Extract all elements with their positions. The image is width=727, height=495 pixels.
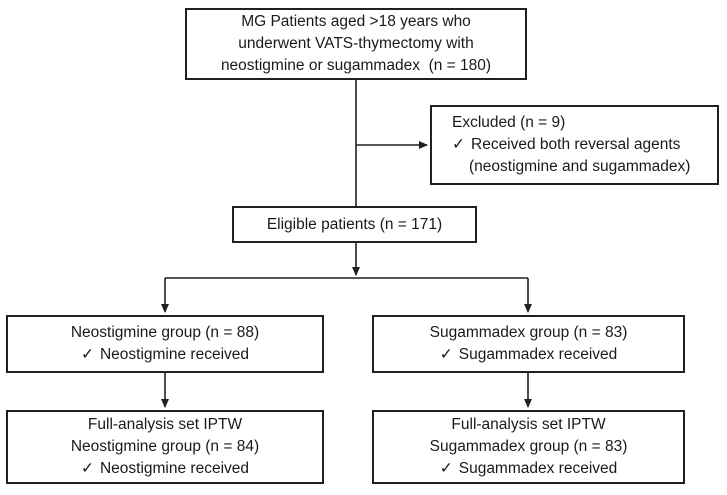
neostigmine-iptw-line-2: Neostigmine group (n = 84) bbox=[70, 438, 260, 455]
excluded-reason: ✓ Received both reversal agents bbox=[452, 134, 709, 156]
neostigmine-group-title: Neostigmine group (n = 88) bbox=[70, 324, 260, 341]
check-icon: ✓ bbox=[439, 346, 453, 363]
excluded-reason-continued: (neostigmine and sugammadex) bbox=[469, 158, 691, 175]
sugammadex-iptw-box: Full-analysis set IPTW Sugammadex group … bbox=[372, 410, 685, 484]
neostigmine-iptw-line-1: Full-analysis set IPTW bbox=[87, 416, 243, 433]
sugammadex-iptw-line-2: Sugammadex group (n = 83) bbox=[429, 438, 628, 455]
sugammadex-iptw-check-text: Sugammadex received bbox=[458, 460, 618, 477]
check-icon: ✓ bbox=[80, 346, 94, 363]
population-line-3: neostigmine or sugammadex (n = 180) bbox=[220, 57, 492, 74]
check-icon: ✓ bbox=[439, 460, 453, 477]
excluded-title: Excluded (n = 9) bbox=[452, 114, 566, 131]
sugammadex-group-title: Sugammadex group (n = 83) bbox=[429, 324, 628, 341]
neostigmine-group-box: Neostigmine group (n = 88) ✓ Neostigmine… bbox=[6, 315, 324, 373]
sugammadex-group-check-text: Sugammadex received bbox=[458, 346, 618, 363]
neostigmine-iptw-box: Full-analysis set IPTW Neostigmine group… bbox=[6, 410, 324, 484]
neostigmine-iptw-check-item: ✓ Neostigmine received bbox=[8, 458, 322, 480]
population-box: MG Patients aged >18 years who underwent… bbox=[185, 8, 527, 80]
eligible-box: Eligible patients (n = 171) bbox=[232, 206, 477, 243]
check-icon: ✓ bbox=[80, 460, 94, 477]
neostigmine-group-check-text: Neostigmine received bbox=[99, 346, 250, 363]
population-line-2: underwent VATS-thymectomy with bbox=[238, 35, 474, 52]
population-line-1: MG Patients aged >18 years who bbox=[241, 13, 471, 30]
sugammadex-iptw-check-item: ✓ Sugammadex received bbox=[374, 458, 683, 480]
neostigmine-group-check-item: ✓ Neostigmine received bbox=[8, 344, 322, 366]
eligible-label: Eligible patients (n = 171) bbox=[266, 215, 443, 233]
sugammadex-group-box: Sugammadex group (n = 83) ✓ Sugammadex r… bbox=[372, 315, 685, 373]
excluded-box: Excluded (n = 9) ✓ Received both reversa… bbox=[430, 105, 719, 185]
sugammadex-group-check-item: ✓ Sugammadex received bbox=[374, 344, 683, 366]
neostigmine-iptw-check-text: Neostigmine received bbox=[99, 460, 250, 477]
check-icon: ✓ bbox=[452, 136, 465, 153]
sugammadex-iptw-line-1: Full-analysis set IPTW bbox=[451, 416, 606, 433]
excluded-reason-text: Received both reversal agents bbox=[471, 136, 681, 153]
